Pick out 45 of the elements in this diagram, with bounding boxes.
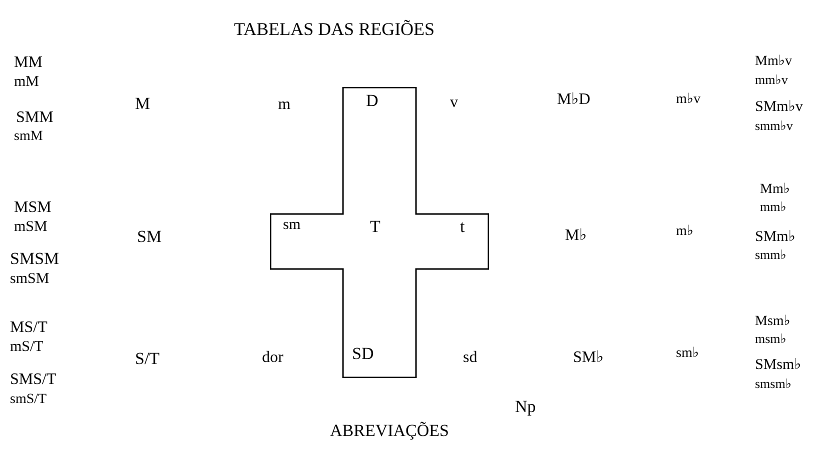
region-label: msm♭ [755, 332, 786, 345]
region-label: SMsm♭ [755, 358, 802, 373]
region-label: S/T [135, 350, 160, 367]
region-label: M♭ [565, 228, 587, 244]
region-label: smS/T [10, 393, 47, 407]
region-label: mS/T [10, 340, 44, 355]
region-label: dor [262, 350, 284, 366]
region-label: m [278, 97, 290, 113]
region-label: t [460, 218, 465, 235]
region-label: smsm♭ [755, 377, 792, 390]
region-label: Np [515, 398, 536, 415]
region-label: mm♭ [760, 200, 786, 213]
caption: ABREVIAÇÕES [330, 422, 450, 439]
region-label: smSM [10, 272, 50, 287]
region-label: m♭v [676, 93, 700, 107]
title: TABELAS DAS REGIÕES [234, 20, 435, 38]
region-label: sd [463, 350, 478, 366]
region-label: sm♭ [676, 347, 699, 361]
region-label: SMM [16, 110, 54, 126]
region-label: SM [137, 228, 162, 245]
region-label: T [370, 218, 380, 235]
region-label: SMm♭ [755, 230, 796, 245]
region-label: M [135, 95, 150, 112]
region-label: smm♭v [755, 119, 793, 132]
region-label: smm♭ [755, 248, 786, 261]
region-label: Mm♭ [760, 183, 790, 197]
region-label: mSM [14, 220, 48, 235]
region-label: v [450, 95, 458, 111]
region-label: sm [283, 218, 301, 233]
region-label: SMm♭v [755, 100, 803, 115]
region-label: SM♭ [573, 350, 604, 366]
region-label: Msm♭ [755, 315, 790, 329]
region-label: SD [352, 345, 374, 362]
region-label: smM [14, 130, 43, 144]
region-label: mM [14, 75, 40, 90]
region-label: SMSM [10, 250, 60, 267]
region-label: MM [14, 55, 42, 71]
region-label: Mm♭v [755, 55, 792, 69]
region-label: SMS/T [10, 372, 56, 388]
region-label: m♭ [676, 225, 694, 239]
region-label: mm♭v [755, 73, 788, 86]
region-label: D [366, 92, 378, 109]
region-label: M♭D [557, 92, 590, 108]
region-label: MSM [14, 200, 52, 216]
region-label: MS/T [10, 320, 48, 336]
